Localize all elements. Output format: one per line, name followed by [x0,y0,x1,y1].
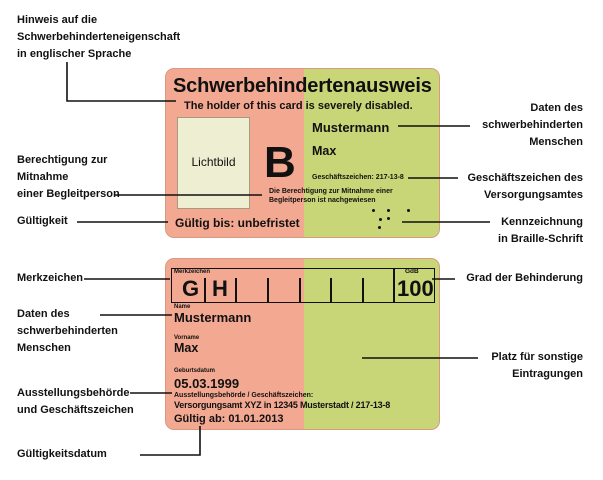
mark-b: B [264,138,296,187]
callout-gueltigkeitsdatum: Gültigkeitsdatum [17,448,107,460]
merkzeichen-h: H [212,276,228,301]
gdb-value: 100 [397,276,434,301]
name-label: Name [174,304,191,310]
callout-gueltigkeit: Gültigkeit [17,215,68,227]
surname: Mustermann [312,120,390,135]
merkzeichen-label: Merkzeichen [174,269,211,275]
photo-label: Lichtbild [191,155,236,169]
line-hinweis [66,62,176,102]
ausstellung-label: Ausstellungsbehörde / Geschäftszeichen: [174,392,314,399]
card-title: Schwerbehindertenausweis [173,75,432,97]
valid-until: Gültig bis: unbefristet [175,216,300,230]
photo-box: Lichtbild [177,117,250,209]
name-value: Mustermann [174,310,252,325]
callout-merkzeichen: Merkzeichen [17,272,84,284]
line-gueltigkeitsdatum [140,426,201,456]
gdb-label: GdB [405,268,419,275]
file-number: Geschäftszeichen: 217-13-8 [312,174,404,181]
vorname-value: Max [174,341,199,355]
card-subtitle: The holder of this card is severely disa… [184,100,413,112]
geburtsdatum-value: 05.03.1999 [174,376,240,391]
merkzeichen-g: G [182,276,200,301]
merkzeichen-box: Merkzeichen G H GdB 100 [171,268,435,303]
firstname: Max [312,144,337,158]
geburtsdatum-label: Geburtsdatum [174,368,216,374]
card-front: Schwerbehindertenausweis The holder of t… [165,68,440,238]
vorname-label: Vorname [174,335,200,341]
callout-grad: Grad der Behinderung [466,272,583,284]
card-back: Merkzeichen G H GdB 100 Name Mustermann … [165,258,440,430]
ausstellung-value: Versorgungsamt XYZ in 12345 Musterstadt … [174,400,391,410]
valid-from: Gültig ab: 01.01.2013 [174,413,284,425]
